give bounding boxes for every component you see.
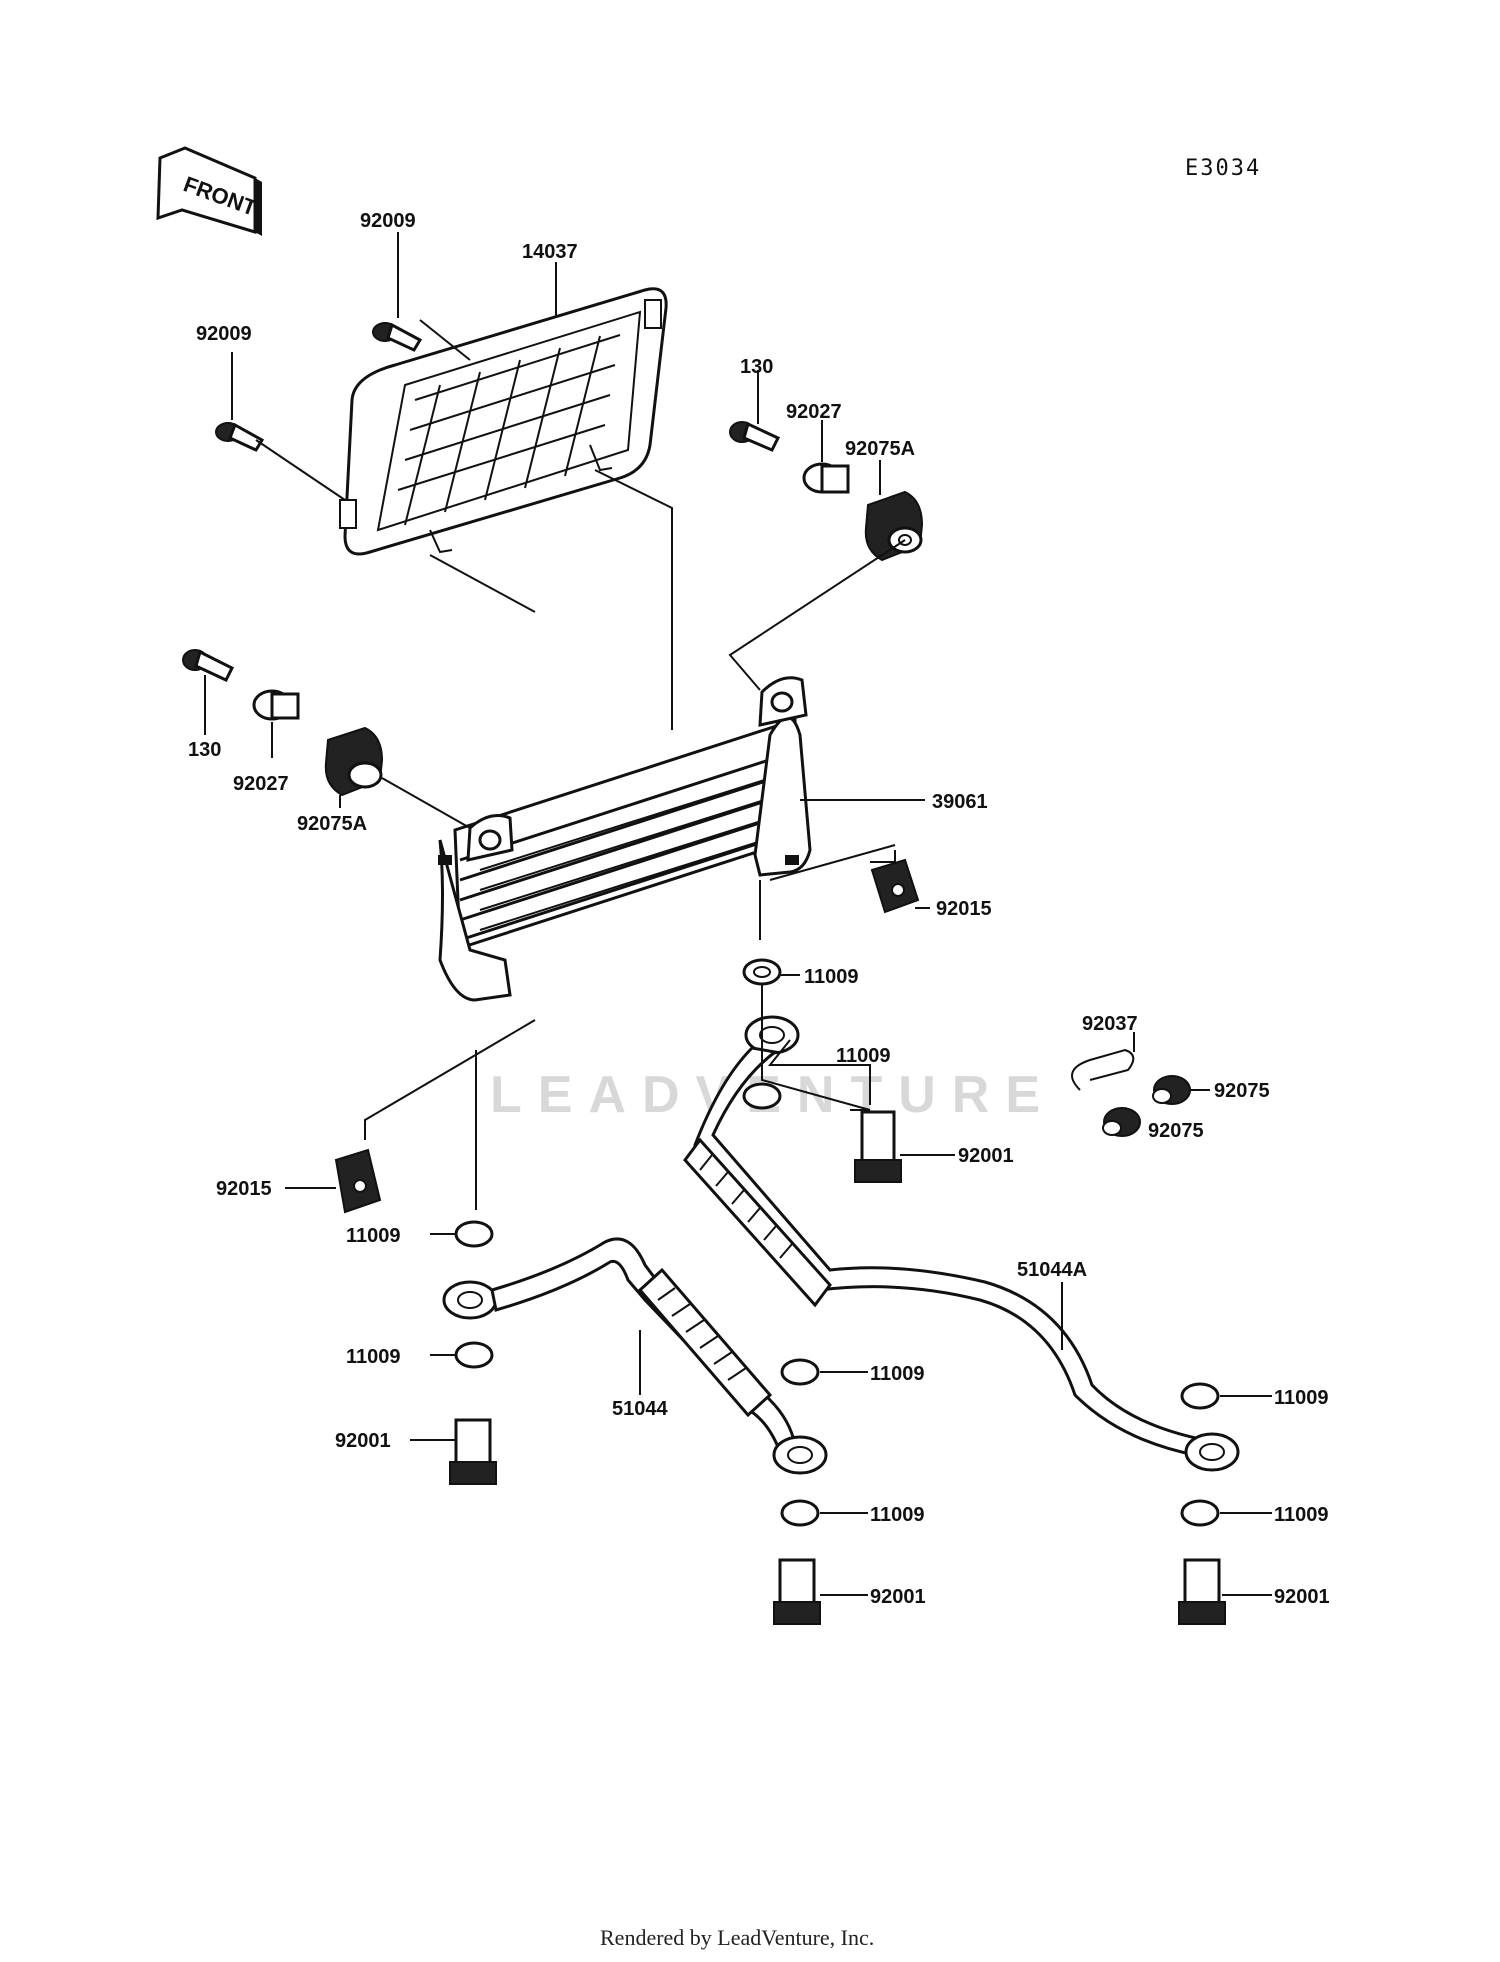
callout-92001-a: 92001 <box>958 1145 1014 1167</box>
bolt-130-right <box>729 421 781 452</box>
callout-92027-left: 92027 <box>233 773 289 795</box>
callout-14037: 14037 <box>522 241 578 263</box>
callout-130-right: 130 <box>740 356 773 378</box>
callout-92037: 92037 <box>1082 1013 1138 1035</box>
leader-lines <box>204 232 1272 1596</box>
oil-cooler-core <box>438 676 812 1002</box>
oil-cooler-screen <box>339 287 668 556</box>
callout-92075A-left: 92075A <box>297 813 367 835</box>
callout-92075A-right: 92075A <box>845 438 915 460</box>
callout-92001-b: 92001 <box>335 1430 391 1452</box>
callout-11009-g: 11009 <box>870 1504 925 1526</box>
callout-92015-left: 92015 <box>216 1178 272 1200</box>
callout-11009-h: 11009 <box>1274 1504 1329 1526</box>
screw-92009-left <box>215 422 265 452</box>
banjo-bolt-92001 <box>449 1110 1226 1625</box>
callout-11009-a: 11009 <box>804 966 859 988</box>
callout-labels: 92009 14037 92009 130 92027 92075A 130 9… <box>188 210 1330 1608</box>
callout-92001-c: 92001 <box>870 1586 926 1608</box>
callout-51044A: 51044A <box>1017 1259 1087 1281</box>
callout-92075-b: 92075 <box>1148 1120 1204 1142</box>
callout-92009-left: 92009 <box>196 323 252 345</box>
grommet-92075A-right <box>864 490 924 562</box>
callout-11009-b: 11009 <box>836 1045 891 1067</box>
washer-11009 <box>454 958 1220 1527</box>
callout-92027-right: 92027 <box>786 401 842 423</box>
screw-92009-upper <box>372 322 423 352</box>
collar-92027-left <box>252 689 300 721</box>
callout-130-left: 130 <box>188 739 221 761</box>
callout-92015-right: 92015 <box>936 898 992 920</box>
callout-11009-c: 11009 <box>346 1225 401 1247</box>
front-arrow-icon: FRONT <box>156 146 262 236</box>
callout-92075-a: 92075 <box>1214 1080 1270 1102</box>
diagram-code: E3034 <box>1185 156 1261 181</box>
clip-nut-92015-right <box>870 858 920 914</box>
callout-92009-top: 92009 <box>360 210 416 232</box>
callout-11009-f: 11009 <box>1274 1387 1329 1409</box>
bolt-130-left <box>182 649 235 682</box>
grommet-92075A-left <box>324 726 384 797</box>
callout-51044: 51044 <box>612 1398 668 1420</box>
collar-92027-right <box>802 462 850 494</box>
callout-39061: 39061 <box>932 791 988 813</box>
oil-hose-51044 <box>442 1237 828 1475</box>
oil-hose-51044A <box>683 1015 1240 1472</box>
callout-11009-d: 11009 <box>346 1346 401 1368</box>
callout-92001-d: 92001 <box>1274 1586 1330 1608</box>
footer-credit: Rendered by LeadVenture, Inc. <box>600 1925 874 1950</box>
clip-92037 <box>1071 1048 1135 1091</box>
callout-11009-e: 11009 <box>870 1363 925 1385</box>
clip-nut-92015-left <box>334 1148 382 1214</box>
